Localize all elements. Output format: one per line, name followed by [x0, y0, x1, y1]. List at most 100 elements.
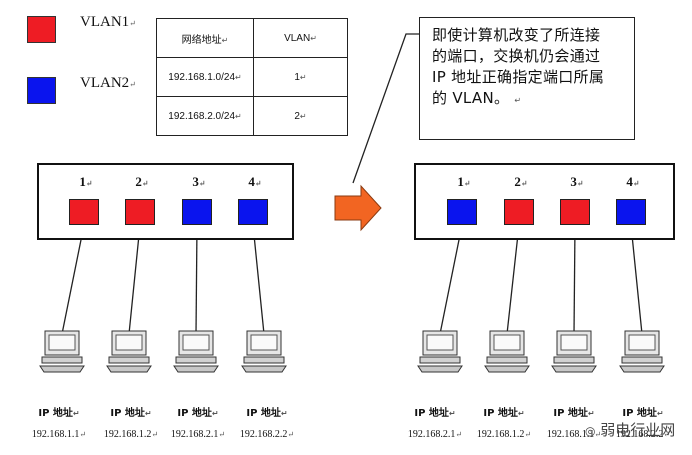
return-mark: ↵	[594, 430, 602, 439]
right-ip-label: IP 地址↵	[483, 408, 525, 419]
legend-text-vlan1: VLAN1	[80, 14, 130, 30]
return-mark: ↵	[85, 179, 93, 188]
watermark: ◎ 弱电行业网	[585, 419, 675, 440]
return-mark: ↵	[463, 179, 471, 188]
return-mark: ↵	[520, 179, 528, 188]
return-mark: ↵	[517, 409, 525, 418]
right-ip-address: 192.168.2.1↵	[407, 429, 463, 440]
right-cable	[630, 224, 643, 335]
left-ip-label: IP 地址↵	[177, 408, 219, 419]
return-mark: ↵	[235, 72, 242, 82]
return-mark: ↵	[151, 430, 159, 439]
watermark-icon: ◎	[585, 424, 596, 438]
legend-label-vlan2: VLAN2↵	[80, 75, 136, 92]
left-computer-icon	[173, 330, 219, 373]
return-mark: ↵	[299, 72, 307, 82]
return-mark: ↵	[141, 179, 149, 188]
note-line-text: 的 VLAN。	[432, 89, 510, 107]
left-cable	[252, 224, 265, 335]
table-header-text: 网络地址	[181, 34, 222, 46]
right-port-number: 4↵	[626, 174, 640, 189]
return-mark: ↵	[235, 111, 242, 121]
left-port-number: 4↵	[248, 174, 262, 189]
right-ip-label: IP 地址↵	[414, 408, 456, 419]
return-mark: ↵	[310, 33, 317, 43]
right-port-number: 1↵	[457, 174, 471, 189]
right-ip-label: IP 地址↵	[622, 408, 664, 419]
left-port-number: 2↵	[135, 174, 149, 189]
watermark-text: 弱电行业网	[600, 421, 676, 439]
note-line-last: 的 VLAN。 ↵	[432, 88, 626, 111]
return-mark: ↵	[448, 409, 456, 418]
left-cable	[195, 224, 198, 335]
left-ip-address: 192.168.1.1↵	[31, 429, 87, 440]
right-port-4	[616, 199, 646, 225]
return-mark: ↵	[211, 409, 219, 418]
legend-swatch-vlan2	[27, 77, 56, 104]
right-ip-address: 192.168.2.2↵	[615, 429, 671, 440]
left-port-3	[182, 199, 212, 225]
right-cable	[506, 224, 520, 335]
left-computer-icon	[241, 330, 287, 373]
legend-label-vlan1: VLAN1↵	[80, 14, 136, 31]
return-mark: ↵	[524, 430, 532, 439]
right-port-number: 2↵	[514, 174, 528, 189]
left-port-number: 1↵	[79, 174, 93, 189]
return-mark: ↵	[663, 430, 671, 439]
table-cell-vlan: 2↵	[253, 96, 348, 136]
return-mark: ↵	[280, 409, 288, 418]
left-cable	[61, 224, 85, 335]
return-mark: ↵	[587, 409, 595, 418]
right-computer-icon	[484, 330, 530, 373]
transition-arrow	[334, 184, 382, 232]
return-mark: ↵	[287, 430, 295, 439]
return-mark: ↵	[514, 96, 522, 105]
left-port-number: 3↵	[192, 174, 206, 189]
return-mark: ↵	[254, 179, 262, 188]
callout-pointer	[352, 33, 419, 184]
left-port-4	[238, 199, 268, 225]
table-cell-network: 192.168.2.0/24↵	[156, 96, 254, 136]
return-mark: ↵	[656, 409, 664, 418]
left-computer-icon	[106, 330, 152, 373]
right-ip-address: 192.168.1.1↵	[546, 429, 602, 440]
left-computer-icon	[39, 330, 85, 373]
return-mark: ↵	[299, 111, 307, 121]
return-mark: ↵	[576, 179, 584, 188]
table-header-text: VLAN	[284, 32, 311, 44]
table-cell-text: 192.168.2.0/24	[168, 110, 236, 122]
table-cell-network: 192.168.1.0/24↵	[156, 57, 254, 97]
return-mark: ↵	[198, 179, 206, 188]
right-cable	[573, 224, 576, 335]
table-cell-vlan: 1↵	[253, 57, 348, 97]
right-port-1	[447, 199, 477, 225]
table-cell-text: 192.168.1.0/24	[168, 71, 236, 83]
return-mark: ↵	[455, 430, 463, 439]
return-mark: ↵	[129, 80, 136, 89]
right-computer-icon	[619, 330, 665, 373]
return-mark: ↵	[129, 19, 136, 28]
right-cable	[439, 224, 463, 335]
return-mark: ↵	[79, 430, 87, 439]
table-header-vlan: VLAN↵	[253, 18, 348, 58]
return-mark: ↵	[218, 430, 226, 439]
legend-text-vlan2: VLAN2	[80, 75, 130, 91]
right-port-2	[504, 199, 534, 225]
left-port-2	[125, 199, 155, 225]
return-mark: ↵	[632, 179, 640, 188]
return-mark: ↵	[144, 409, 152, 418]
left-ip-label: IP 地址↵	[246, 408, 288, 419]
return-mark: ↵	[221, 35, 229, 45]
callout-note: 即使计算机改变了所连接 的端口，交换机仍会通过 IP 地址正确指定端口所属 的 …	[419, 17, 635, 140]
left-ip-address: 192.168.1.2↵	[103, 429, 159, 440]
note-line: 的端口，交换机仍会通过	[432, 47, 601, 65]
left-cable	[128, 224, 141, 335]
vlan-address-table: 网络地址↵ VLAN↵ 192.168.1.0/24↵ 1↵ 192.168.2…	[156, 18, 348, 136]
left-ip-address: 192.168.2.2↵	[239, 429, 295, 440]
right-ip-label: IP 地址↵	[553, 408, 595, 419]
left-port-1	[69, 199, 99, 225]
right-port-3	[560, 199, 590, 225]
table-cell-text: 2	[294, 110, 300, 122]
right-ip-address: 192.168.1.2↵	[476, 429, 532, 440]
